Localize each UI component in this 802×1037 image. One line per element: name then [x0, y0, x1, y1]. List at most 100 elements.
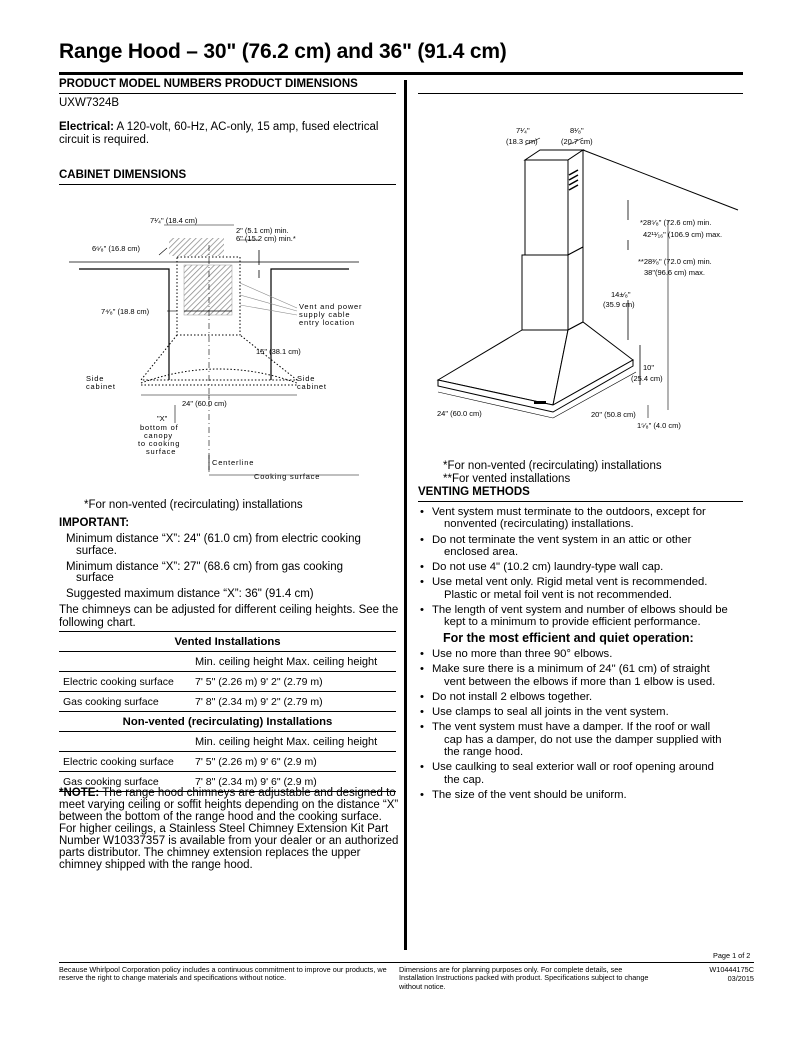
- x-label-5: surface: [146, 447, 177, 456]
- chimney-front-upper: [524, 159, 569, 256]
- important-2a: Minimum distance “X”: 27" (68.6 cm) from…: [66, 561, 343, 573]
- cab-dim-height: 7⁴⁄₈" (18.8 cm): [101, 307, 150, 316]
- right-note-1: *For non-vented (recirculating) installa…: [443, 460, 662, 472]
- chimney-front-lower: [521, 254, 569, 331]
- efficient-list: •Use no more than three 90° elbows. •Mak…: [418, 648, 748, 804]
- footer-middle: Dimensions are for planning purposes onl…: [399, 965, 649, 991]
- side-cabinet-right-1: Side: [297, 374, 316, 383]
- important-1b: surface.: [76, 545, 117, 557]
- nonvented-title: Non-vented (recirculating) Installations: [59, 711, 396, 732]
- venting-heading: VENTING METHODS: [418, 486, 530, 498]
- list-item: •Use metal vent only. Rigid metal vent i…: [420, 576, 708, 601]
- important-1a: Minimum distance “X”: 24" (61.0 cm) from…: [66, 533, 361, 545]
- list-item: •Use no more than three 90° elbows.: [420, 648, 613, 660]
- hood-h2b: 38"(96.6 cm) max.: [644, 268, 706, 277]
- chimney-side-upper: [567, 149, 584, 256]
- list-item: •Use clamps to seal all joints in the ve…: [420, 706, 669, 719]
- list-item: •The length of vent system and number of…: [420, 604, 728, 629]
- chimney-outline: [176, 256, 241, 336]
- note-text: The range hood chimneys are adjustable a…: [59, 787, 399, 871]
- x-label-1: "X": [157, 414, 168, 423]
- canopy-curve: [140, 368, 298, 384]
- canopy-outline: [139, 334, 299, 381]
- page-title: Range Hood – 30" (76.2 cm) and 36" (91.4…: [59, 40, 507, 63]
- hood-h4a: 10": [643, 363, 655, 372]
- title-rule: [59, 72, 743, 75]
- important-2b: surface: [76, 572, 114, 584]
- hood-w2b: (20.7 cm): [561, 137, 593, 146]
- hood-bt: 1⁵⁄₈" (4.0 cm): [637, 421, 681, 430]
- centerline-label: Centerline: [212, 458, 255, 467]
- vent-label-1: Vent and power: [299, 302, 363, 311]
- vent-entry-box: [183, 264, 233, 316]
- page-number: Page 1 of 2: [713, 951, 751, 960]
- side-cabinet-right-2: cabinet: [297, 382, 327, 391]
- vent-label-2: supply cable: [299, 310, 351, 319]
- doc-number: W10444175C: [709, 965, 754, 974]
- right-note-2: **For vented installations: [443, 473, 571, 485]
- cab-dim-min-b: 6" (15.2 cm) min.*: [236, 234, 296, 243]
- right-cabinet: [270, 268, 349, 380]
- model-heading-rule: [59, 93, 396, 94]
- right-top-rule: [418, 93, 743, 94]
- left-cabinet: [79, 268, 170, 380]
- venting-list: •Vent system must terminate to the outdo…: [418, 506, 748, 632]
- efficient-heading: For the most efficient and quiet operati…: [443, 631, 694, 645]
- hood-bw: 24" (60.0 cm): [437, 409, 482, 418]
- model-heading: PRODUCT MODEL NUMBERS PRODUCT DIMENSIONS: [59, 78, 358, 90]
- important-heading: IMPORTANT:: [59, 517, 130, 529]
- electrical-description: A 120-volt, 60-Hz, AC-only, 15 amp, fuse…: [59, 121, 379, 146]
- cab-dim-depth: 6⁶⁄₈" (16.8 cm): [92, 244, 141, 253]
- hood-w2a: 8¹⁄₈": [570, 126, 584, 135]
- cab-dim-width: 7¹⁄₄" (18.4 cm): [150, 216, 198, 225]
- chimney-note: *NOTE: The range hood chimneys are adjus…: [59, 787, 399, 871]
- electrical-text: Electrical: A 120-volt, 60-Hz, AC-only, …: [59, 121, 399, 147]
- vent-label-3: entry location: [299, 318, 355, 327]
- chimney-side-lower: [567, 246, 584, 331]
- control-panel: [534, 401, 546, 404]
- hood-h1a: *28⁵⁄₈" (72.6 cm) min.: [640, 218, 712, 227]
- cabinet-heading-rule: [59, 184, 396, 185]
- important-3: Suggested maximum distance “X”: 36" (91.…: [66, 588, 314, 600]
- hood-h4b: (25.4 cm): [631, 374, 663, 383]
- list-item: •The vent system must have a damper. If …: [420, 721, 722, 759]
- chimney-intro: The chimneys can be adjusted for differe…: [59, 604, 399, 629]
- cooking-surface-label: Cooking surface: [254, 472, 321, 481]
- cab-dim-min-a: 2" (5.1 cm) min.: [236, 226, 289, 235]
- list-item: •Do not install 2 elbows together.: [420, 690, 593, 703]
- hood-h3b: (35.9 cm): [603, 300, 635, 309]
- footer-rule: [59, 962, 754, 963]
- side-cabinet-left-2: cabinet: [86, 382, 116, 391]
- vented-title: Vented Installations: [59, 631, 396, 652]
- x-label-2: bottom of: [140, 423, 179, 432]
- x-label-4: to cooking: [138, 439, 181, 448]
- hood-w1b: (18.3 cm): [506, 137, 538, 146]
- nonvented-col-header: Min. ceiling height Max. ceiling height: [191, 731, 396, 752]
- x-label-3: canopy: [144, 431, 173, 440]
- vented-col-header: Min. ceiling height Max. ceiling height: [191, 651, 396, 672]
- column-divider: [404, 80, 407, 950]
- hood-h2a: **28³⁄₈" (72.0 cm) min.: [638, 257, 712, 266]
- list-item: •Do not terminate the vent system in an …: [420, 533, 692, 558]
- hood-h1b: 42¹¹⁄₁₆" (106.9 cm) max.: [643, 230, 723, 239]
- doc-date: 03/2015: [727, 974, 754, 983]
- installation-table: Vented Installations Min. ceiling height…: [59, 631, 396, 792]
- list-item: •Use caulking to seal exterior wall or r…: [420, 761, 714, 786]
- cabinet-heading: CABINET DIMENSIONS: [59, 169, 187, 181]
- list-item: •Make sure there is a minimum of 24" (61…: [420, 663, 716, 688]
- hood-bd: 20" (50.8 cm): [591, 410, 636, 419]
- electrical-label: Electrical:: [59, 121, 114, 133]
- cab-dim-24: 24" (60.0 cm): [182, 399, 227, 408]
- note-label: *NOTE:: [59, 787, 100, 799]
- cab-dim-15: 15" (38.1 cm): [256, 347, 301, 356]
- nonvented-note: *For non-vented (recirculating) installa…: [84, 499, 303, 511]
- hood-h3a: 14±⁄₈": [611, 290, 631, 299]
- list-item: •The size of the vent should be uniform.: [420, 788, 627, 801]
- side-cabinet-left-1: Side: [86, 374, 105, 383]
- hood-w1a: 7¹⁄₄": [516, 126, 530, 135]
- list-item: •Do not use 4" (10.2 cm) laundry-type wa…: [420, 561, 664, 574]
